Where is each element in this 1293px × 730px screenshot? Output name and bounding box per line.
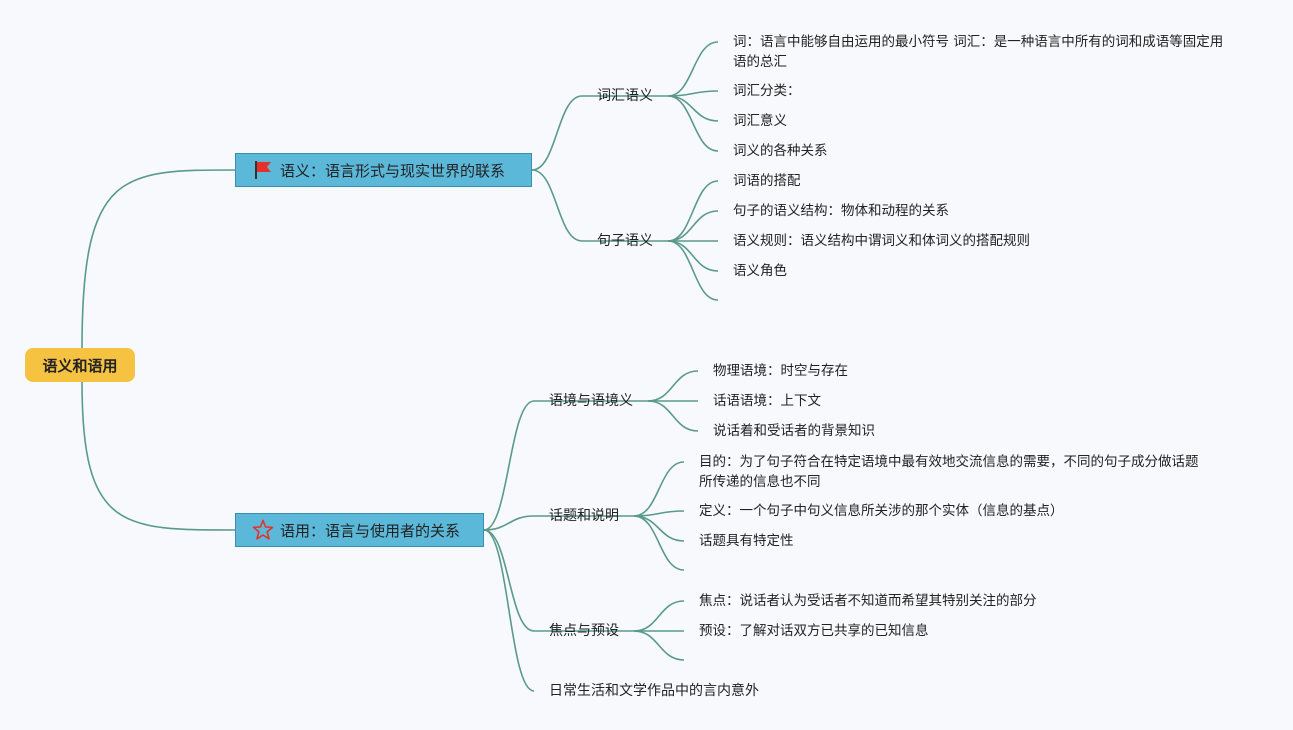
leaf-item[interactable]: 词汇意义	[733, 111, 787, 131]
semantics-label: 语义：语言形式与现实世界的联系	[280, 161, 506, 180]
pragmatics-topic[interactable]: 语用：语言与使用者的关系	[235, 513, 484, 547]
leaf-item[interactable]: 词语的搭配	[733, 171, 801, 191]
branch-label: 焦点与预设	[549, 623, 619, 639]
leaf-text: 话题具有特定性	[699, 533, 794, 549]
leaf-text: 词语的搭配	[733, 173, 801, 189]
leaf-text: 说话着和受话者的背景知识	[713, 423, 875, 439]
leaf-item[interactable]: 语义规则：语义结构中谓词义和体词义的搭配规则	[733, 231, 1030, 251]
leaf-item[interactable]: 话语语境：上下文	[713, 391, 821, 411]
connector	[647, 400, 699, 432]
branch-label: 句子语义	[597, 233, 653, 249]
leaf-item[interactable]: 预设：了解对话双方已共享的已知信息	[699, 621, 929, 641]
leaf-item[interactable]: 语义角色	[733, 261, 787, 281]
branch-label: 日常生活和文学作品中的言内意外	[549, 683, 759, 699]
connector	[531, 95, 583, 171]
leaf-text: 目的：为了句子符合在特定语境中最有效地交流信息的需要，不同的句子成分做话题所传递…	[699, 454, 1199, 490]
leaf-text: 词汇意义	[733, 113, 787, 129]
connector	[647, 370, 699, 402]
connector	[667, 95, 719, 122]
connector	[667, 240, 719, 272]
leaf-item[interactable]: 说话着和受话者的背景知识	[713, 421, 875, 441]
connector	[633, 630, 685, 661]
connector	[633, 461, 685, 517]
leaf-text: 语义角色	[733, 263, 787, 279]
leaf-text: 语义规则：语义结构中谓词义和体词义的搭配规则	[733, 233, 1030, 249]
connector	[667, 210, 719, 242]
branch-label: 话题和说明	[549, 508, 619, 524]
connector	[483, 529, 535, 692]
connector	[633, 515, 685, 542]
leaf-text: 话语语境：上下文	[713, 393, 821, 409]
red-star-outline-icon	[252, 519, 274, 541]
leaf-text: 焦点：说话者认为受话者不知道而希望其特别关注的部分	[699, 593, 1037, 609]
branch-focus-presupposition[interactable]: 焦点与预设	[549, 621, 619, 641]
leaf-item[interactable]: 目的：为了句子符合在特定语境中最有效地交流信息的需要，不同的句子成分做话题所传递…	[699, 452, 1199, 492]
red-flag-icon	[252, 159, 274, 181]
connector	[633, 515, 685, 571]
branch-implicature[interactable]: 日常生活和文学作品中的言内意外	[549, 681, 759, 701]
leaf-text: 预设：了解对话双方已共享的已知信息	[699, 623, 929, 639]
root-label: 语义和语用	[42, 356, 118, 375]
leaf-text: 物理语境：时空与存在	[713, 363, 848, 379]
connector	[633, 600, 685, 632]
branch-lexical-semantics[interactable]: 词汇语义	[597, 86, 653, 106]
connector	[81, 381, 236, 531]
leaf-item[interactable]: 句子的语义结构：物体和动程的关系	[733, 201, 949, 221]
leaf-text: 词汇分类：	[733, 83, 801, 99]
connector	[667, 240, 719, 301]
connector	[483, 400, 535, 531]
leaf-text: 词义的各种关系	[733, 143, 828, 159]
branch-context[interactable]: 语境与语境义	[549, 391, 633, 411]
leaf-item[interactable]: 话题具有特定性	[699, 531, 794, 551]
leaf-item[interactable]: 焦点：说话者认为受话者不知道而希望其特别关注的部分	[699, 591, 1037, 611]
leaf-text: 词：语言中能够自由运用的最小符号 词汇：是一种语言中所有的词和成语等固定用语的总…	[733, 34, 1224, 70]
leaf-item[interactable]: 词汇分类：	[733, 81, 801, 101]
connector	[531, 169, 583, 242]
branch-label: 词汇语义	[597, 88, 653, 104]
pragmatics-label: 语用：语言与使用者的关系	[280, 521, 461, 540]
connector	[483, 515, 535, 531]
connector	[483, 529, 535, 632]
root-node[interactable]: 语义和语用	[25, 348, 135, 382]
branch-label: 语境与语境义	[549, 393, 633, 409]
branch-topic-comment[interactable]: 话题和说明	[549, 506, 619, 526]
branch-sentence-semantics[interactable]: 句子语义	[597, 231, 653, 251]
connector	[667, 180, 719, 242]
leaf-item[interactable]: 词：语言中能够自由运用的最小符号 词汇：是一种语言中所有的词和成语等固定用语的总…	[733, 32, 1233, 72]
leaf-text: 定义：一个句子中句义信息所关涉的那个实体（信息的基点）	[699, 503, 1064, 519]
leaf-item[interactable]: 物理语境：时空与存在	[713, 361, 848, 381]
connector	[81, 169, 236, 349]
connector	[667, 41, 719, 97]
leaf-item[interactable]: 词义的各种关系	[733, 141, 828, 161]
leaf-item[interactable]: 定义：一个句子中句义信息所关涉的那个实体（信息的基点）	[699, 501, 1064, 521]
connector	[667, 95, 719, 152]
semantics-topic[interactable]: 语义：语言形式与现实世界的联系	[235, 153, 532, 187]
leaf-text: 句子的语义结构：物体和动程的关系	[733, 203, 949, 219]
